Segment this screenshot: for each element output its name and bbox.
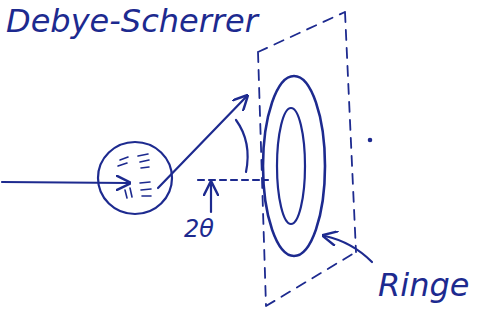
angle-label: 2θ [184,216,214,242]
detector-screen [258,12,356,306]
angle-pointer [210,184,212,212]
diffracted-beam [158,97,246,188]
inner-ring [277,108,305,224]
sample-circle [98,142,172,214]
beam-axis [198,179,268,181]
ring-label: Ringe [378,268,469,303]
outer-ring [263,76,325,256]
crystallite-hatches [118,154,151,198]
leader-line [325,236,372,262]
incident-beam [2,182,128,183]
angle-arc [236,120,248,172]
dot [369,139,371,141]
diagram-title: Debye-Scherrer [6,4,258,39]
